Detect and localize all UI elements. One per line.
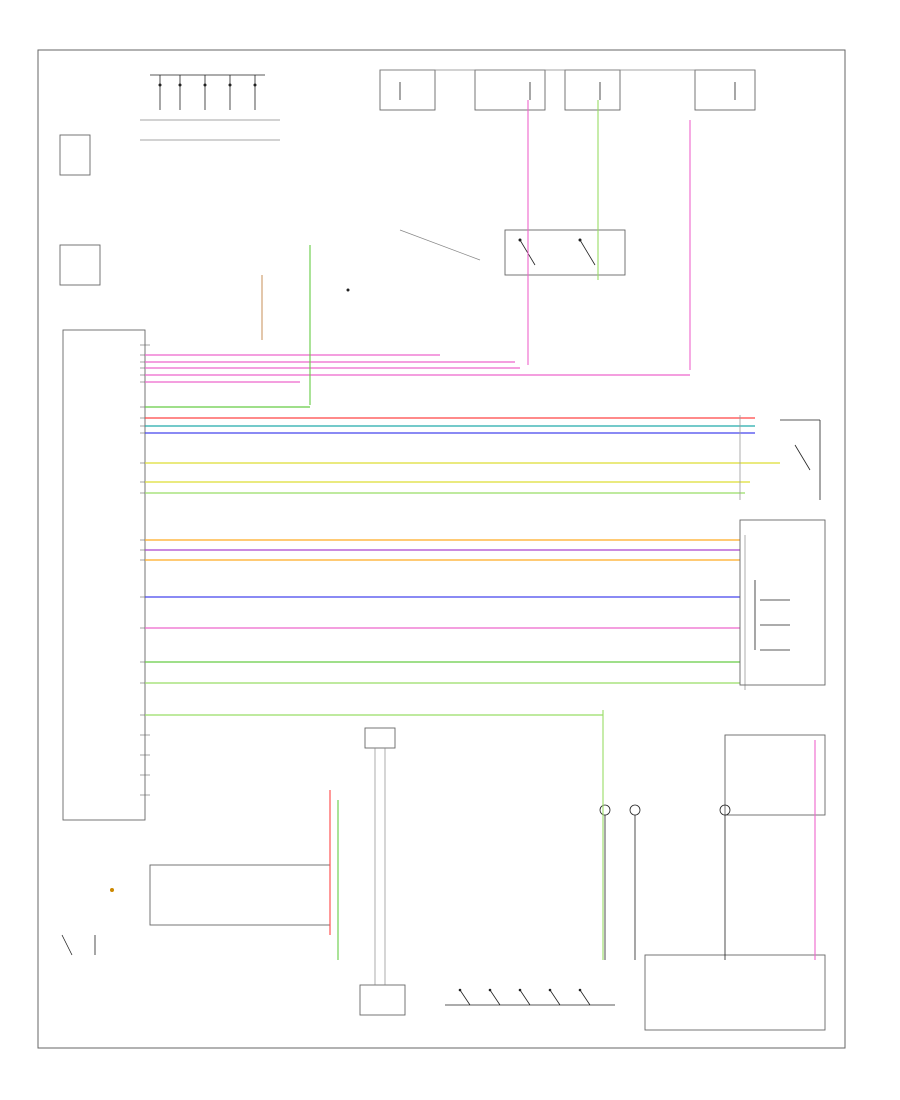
pcm-module-box	[62, 329, 146, 821]
middle-connector	[364, 727, 396, 985]
bottom-right-module	[599, 734, 826, 1031]
wire-bundle	[145, 354, 780, 810]
bottom-left-sensor	[61, 864, 331, 956]
diagram-frame	[37, 49, 846, 1049]
vertical-risers	[261, 100, 816, 960]
bottom-switch-row	[359, 984, 615, 1016]
transfer-switch-area	[346, 229, 626, 292]
top-fuse-boxes	[379, 69, 756, 111]
right-connector-group	[739, 419, 826, 686]
top-left-switch-group	[59, 74, 280, 286]
